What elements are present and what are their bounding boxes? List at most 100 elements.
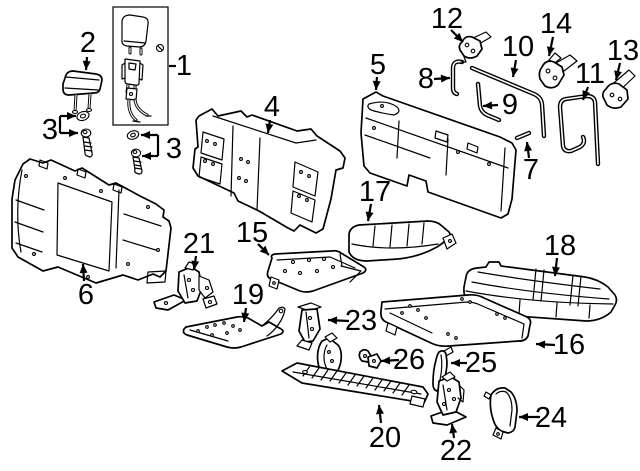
callout-arrowhead-5 <box>372 80 381 90</box>
callout-arrowhead-7 <box>524 142 533 152</box>
callout-label-14: 14 <box>540 8 572 40</box>
part-5-seat-back-panel <box>360 91 517 219</box>
callout-24: 24 <box>519 402 567 434</box>
part-8-hook-rod <box>450 59 465 97</box>
callout-arrowhead-16 <box>536 340 546 349</box>
callout-26: 26 <box>380 344 425 376</box>
part-7-short-rod <box>514 130 532 141</box>
callout-label-2: 2 <box>80 27 96 59</box>
callout-5: 5 <box>370 49 386 91</box>
callout-label-21: 21 <box>183 228 215 260</box>
callout-label-20: 20 <box>369 422 401 454</box>
callout-label-4: 4 <box>264 91 280 123</box>
callout-arrowhead-6 <box>79 264 88 274</box>
part-24-side-cover <box>483 387 518 440</box>
callout-arrowhead-26 <box>381 356 391 365</box>
callout-arrowhead-9 <box>483 101 493 110</box>
callout-arrowhead-18 <box>552 266 560 276</box>
callout-3-left: 3 <box>42 112 78 146</box>
callout-3-right: 3 <box>141 131 182 165</box>
callout-11: 11 <box>575 58 605 101</box>
part-22-riser-bracket <box>430 371 467 426</box>
part-20-floor-panel <box>281 332 429 408</box>
callout-15: 15 <box>236 217 270 256</box>
part-15-cushion-pan <box>266 249 367 293</box>
callout-arrowhead-14 <box>546 46 555 56</box>
callout-18: 18 <box>544 230 576 277</box>
callout-23: 23 <box>327 305 377 337</box>
callout-14: 14 <box>540 8 572 57</box>
callout-label-16: 16 <box>553 329 585 361</box>
callout-8: 8 <box>418 63 451 95</box>
callout-arrowhead-13 <box>614 70 622 80</box>
callout-arrowhead-4 <box>265 123 274 133</box>
callout-arrowhead-23 <box>328 316 338 325</box>
callout-4: 4 <box>264 91 280 134</box>
part-1-headrest-kit-box <box>112 6 169 126</box>
part-9-bent-rod <box>475 81 502 123</box>
callout-22: 22 <box>440 423 472 467</box>
callout-label-17: 17 <box>359 176 391 208</box>
part-2-headrest <box>62 70 103 115</box>
callout-label-5: 5 <box>370 49 386 81</box>
callout-layer: 1233456789101112131415161718192021222324… <box>42 3 639 467</box>
callout-arrowhead-15 <box>259 245 269 255</box>
callout-label-1: 1 <box>176 50 192 82</box>
callout-label-25: 25 <box>465 347 497 379</box>
part-13-bracket <box>601 69 636 109</box>
callout-16: 16 <box>535 329 585 361</box>
callout-25: 25 <box>451 347 497 379</box>
part-11-wire-loop <box>557 93 601 167</box>
callout-6: 6 <box>78 263 94 311</box>
callout-label-26: 26 <box>393 344 425 376</box>
callout-arrowhead-3-right <box>142 152 151 160</box>
part-3-bolt-washer-left <box>76 110 93 158</box>
callout-1: 1 <box>169 50 192 82</box>
callout-label-19: 19 <box>232 279 264 311</box>
callout-12: 12 <box>431 3 464 43</box>
callout-9: 9 <box>482 89 518 121</box>
part-6-seat-back-cushion <box>11 158 172 284</box>
callout-arrowhead-8 <box>440 74 450 83</box>
part-14-latch-bracket <box>538 52 578 89</box>
callout-label-13: 13 <box>607 35 639 67</box>
callout-label-23: 23 <box>345 305 377 337</box>
callout-label-11: 11 <box>575 58 605 90</box>
part-17-seat-cushion-small <box>348 220 457 262</box>
part-12-latch-bracket <box>458 31 492 63</box>
part-21-hinge-bracket <box>153 261 218 311</box>
callout-arrowhead-11 <box>582 90 590 100</box>
callout-arrowhead-17 <box>365 211 374 221</box>
part-26-clip <box>358 348 382 369</box>
callout-20: 20 <box>369 404 401 454</box>
part-3-bolt-washer-right <box>126 130 143 175</box>
part-25-bracket-strip <box>432 346 454 392</box>
callout-arrowhead-2 <box>82 60 91 70</box>
callout-label-6: 6 <box>78 279 94 311</box>
callout-13: 13 <box>607 35 639 81</box>
callout-arrowhead-19 <box>241 312 250 322</box>
callout-arrowhead-3-left <box>67 112 76 120</box>
callout-7: 7 <box>523 141 539 186</box>
callout-label-15: 15 <box>236 217 268 249</box>
callout-label-24: 24 <box>535 402 567 434</box>
part-23-bracket <box>296 302 322 351</box>
callout-label-8: 8 <box>418 63 434 95</box>
callout-label-3-left: 3 <box>42 114 58 146</box>
callout-arrowhead-20 <box>376 405 384 415</box>
part-10-long-rod <box>469 65 547 139</box>
callout-label-12: 12 <box>431 3 463 35</box>
callout-label-7: 7 <box>523 154 539 186</box>
callout-19: 19 <box>232 279 264 323</box>
part-4-seat-back-frame <box>192 108 346 234</box>
callout-label-22: 22 <box>440 435 472 467</box>
callout-label-18: 18 <box>544 230 576 262</box>
callout-arrowhead-21 <box>191 260 200 270</box>
callout-label-10: 10 <box>502 31 534 63</box>
callout-arrowhead-3-left <box>69 129 78 137</box>
callout-label-9: 9 <box>502 89 518 121</box>
callout-arrowhead-24 <box>519 413 528 421</box>
callout-arrowhead-3-right <box>141 131 150 139</box>
